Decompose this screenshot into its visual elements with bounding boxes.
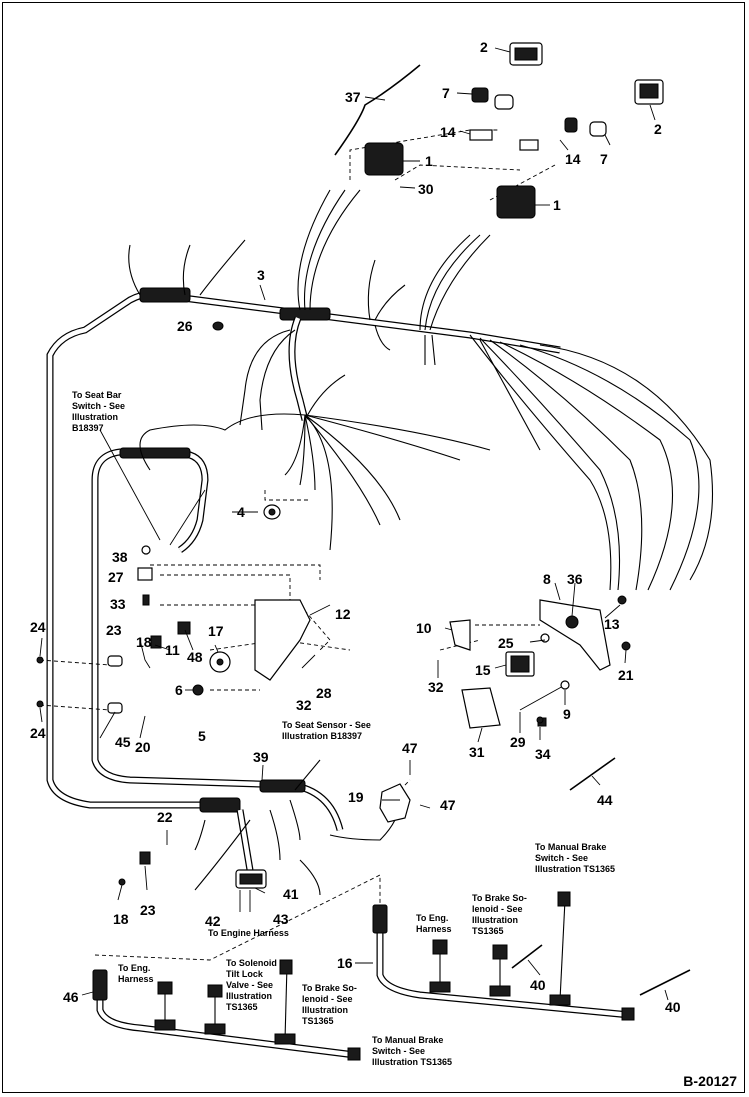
lower-harness [194, 759, 396, 896]
callout-36: 36 [567, 571, 583, 587]
callout-30: 30 [418, 181, 434, 197]
callout-33: 33 [110, 596, 126, 612]
callout-4: 4 [237, 504, 245, 520]
figure-number: B-20127 [683, 1073, 737, 1089]
callout-14: 14 [565, 151, 581, 167]
callout-31: 31 [469, 744, 485, 760]
callout-10: 10 [416, 620, 432, 636]
callout-27: 27 [108, 569, 124, 585]
note-brake-solenoid-left: To Brake So- lenoid - See Illustration T… [302, 983, 357, 1026]
note-solenoid-tilt-lock: To Solenoid Tilt Lock Valve - See Illust… [226, 958, 277, 1012]
note-seat-bar-switch: To Seat Bar Switch - See Illustration B1… [72, 390, 126, 433]
callout-15: 15 [475, 662, 491, 678]
callout-8: 8 [543, 571, 551, 587]
callout-7: 7 [442, 85, 450, 101]
upper-branch-wires [128, 189, 491, 366]
callout-1: 1 [425, 153, 433, 169]
components [36, 42, 691, 996]
left-lower-harness [92, 959, 361, 1061]
right-lower-harness [372, 891, 635, 1021]
callout-22: 22 [157, 809, 173, 825]
callout-42: 42 [205, 913, 221, 929]
callout-18: 18 [136, 634, 152, 650]
callout-26: 26 [177, 318, 193, 334]
callout-6: 6 [175, 682, 183, 698]
callout-7: 7 [600, 151, 608, 167]
callout-24: 24 [30, 619, 46, 635]
callout-39: 39 [253, 749, 269, 765]
callout-11: 11 [165, 642, 180, 658]
callout-40: 40 [665, 999, 681, 1015]
callout-1: 1 [553, 197, 561, 213]
note-manual-brake-left: To Manual Brake Switch - See Illustratio… [372, 1035, 453, 1067]
note-manual-brake-right: To Manual Brake Switch - See Illustratio… [535, 842, 616, 874]
note-eng-harness-left: To Eng. Harness [118, 963, 154, 984]
callout-21: 21 [618, 667, 634, 683]
callout-43: 43 [273, 911, 289, 927]
callout-41: 41 [283, 886, 299, 902]
callout-9: 9 [563, 706, 571, 722]
note-eng-harness-right: To Eng. Harness [416, 913, 452, 934]
right-loop-wires [469, 334, 714, 591]
callout-23: 23 [106, 622, 122, 638]
callout-23: 23 [140, 902, 156, 918]
main-harness [46, 287, 561, 831]
dashed-leaders [39, 129, 556, 961]
callout-32: 32 [296, 697, 312, 713]
callout-44: 44 [597, 792, 613, 808]
callout-45: 45 [115, 734, 131, 750]
callout-18: 18 [113, 911, 129, 927]
callout-12: 12 [335, 606, 351, 622]
callout-leaders [39, 47, 669, 1001]
callout-3: 3 [257, 267, 265, 283]
note-seat-sensor: To Seat Sensor - See Illustration B18397 [282, 720, 371, 741]
middle-drop-harness [139, 316, 491, 551]
callout-34: 34 [535, 746, 551, 762]
callout-32: 32 [428, 679, 444, 695]
callout-46: 46 [63, 989, 79, 1005]
callout-17: 17 [208, 623, 224, 639]
note-brake-solenoid-right: To Brake So- lenoid - See Illustration T… [472, 893, 527, 936]
callout-37: 37 [345, 89, 361, 105]
callout-47: 47 [402, 740, 418, 756]
callout-5: 5 [198, 728, 206, 744]
callout-16: 16 [337, 955, 353, 971]
callout-20: 20 [135, 739, 151, 755]
callout-40: 40 [530, 977, 546, 993]
callout-19: 19 [348, 789, 364, 805]
callout-47: 47 [440, 797, 456, 813]
callout-24: 24 [30, 725, 46, 741]
callout-2: 2 [480, 39, 488, 55]
note-engine-harness: To Engine Harness [208, 928, 289, 938]
callout-25: 25 [498, 635, 514, 651]
callout-14: 14 [440, 124, 456, 140]
callout-48: 48 [187, 649, 203, 665]
callout-28: 28 [316, 685, 332, 701]
callout-13: 13 [604, 616, 620, 632]
callout-38: 38 [112, 549, 128, 565]
callout-29: 29 [510, 734, 526, 750]
callout-2: 2 [654, 121, 662, 137]
